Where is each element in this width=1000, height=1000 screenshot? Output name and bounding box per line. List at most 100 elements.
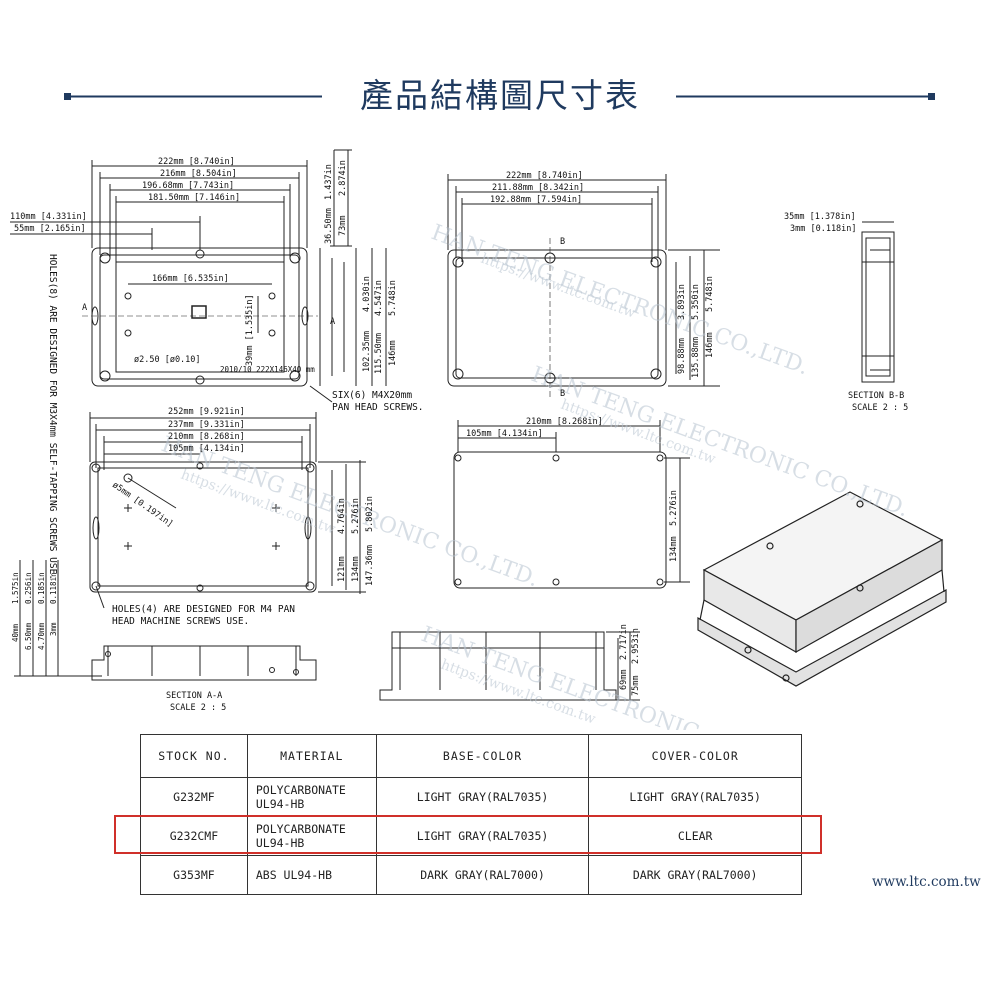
- section-bb: [861, 221, 895, 383]
- cell-base-color: DARK GRAY(RAL7000): [375, 855, 590, 895]
- dim-hole-5: ø5mm [0.197in]: [110, 480, 174, 529]
- dim-252: 252mm [9.921in]: [168, 407, 245, 417]
- product-label: 2010/10 222X146X40 mm: [220, 365, 315, 374]
- dim-4547: 4.547in: [374, 280, 384, 316]
- bottom-view: [89, 412, 366, 609]
- dim-147: 147.36mm: [365, 545, 375, 586]
- dim-1575: 1.575in: [11, 572, 20, 604]
- section-aa-title: SECTION A-A: [166, 691, 222, 701]
- dim-3mm: 3mm: [49, 622, 58, 636]
- cell-stock: G353MF: [140, 855, 248, 895]
- base-view-labels: 222mm [8.740in] 211.88mm [8.342in] 192.8…: [490, 171, 715, 399]
- section-mark-a-right: A: [330, 317, 335, 327]
- dim-35: 35mm [1.378in]: [784, 212, 856, 222]
- dim-98: 98.88mm: [677, 338, 687, 374]
- dim-3: 3mm [0.118in]: [790, 224, 857, 234]
- dim-base-5748: 5.748in: [705, 276, 715, 312]
- dim-mount-5276: 5.276in: [669, 490, 679, 526]
- dim-222: 222mm [8.740in]: [158, 157, 235, 167]
- dim-4030: 4.030in: [362, 276, 372, 312]
- section-mark-a-left: A: [82, 303, 87, 313]
- dim-105: 105mm [4.134in]: [168, 444, 245, 454]
- section-mark-b-top: B: [560, 237, 565, 247]
- watermark-name-2: HAN TENG ELECTRONIC CO.,LTD.: [158, 432, 542, 592]
- dim-650: 6.50mm: [24, 622, 33, 650]
- screws-note-1: SIX(6) M4X20mm: [332, 390, 412, 401]
- dim-0256: 0.256in: [24, 572, 33, 604]
- bottom-holes-note-1: HOLES(4) ARE DESIGNED FOR M4 PAN: [112, 604, 295, 615]
- dim-0185: 0.185in: [37, 572, 46, 604]
- site-url[interactable]: www.ltc.com.tw: [872, 874, 981, 890]
- section-aa: [91, 645, 317, 681]
- section-bb-title: SECTION B-B: [848, 391, 904, 401]
- title-rule: [64, 93, 935, 100]
- dim-216: 216mm [8.504in]: [160, 169, 237, 179]
- dim-5350: 5.350in: [691, 284, 701, 320]
- side-view: [379, 631, 640, 701]
- dim-69: 69mm: [619, 670, 629, 690]
- table-row: G353MF ABS UL94-HB DARK GRAY(RAL7000) DA…: [140, 855, 802, 895]
- cell-base-color: LIGHT GRAY(RAL7035): [375, 777, 590, 817]
- dim-210: 210mm [8.268in]: [168, 432, 245, 442]
- dim-40: 40mm: [11, 623, 20, 642]
- spec-table: STOCK NO. MATERIAL BASE-COLOR COVER-COLO…: [140, 734, 802, 895]
- dim-237: 237mm [9.331in]: [168, 420, 245, 430]
- dim-110: 110mm [4.331in]: [10, 212, 87, 222]
- dim-base-222: 222mm [8.740in]: [506, 171, 583, 181]
- dim-196: 196.68mm [7.743in]: [142, 181, 234, 191]
- dim-115: 115.50mm: [374, 333, 384, 374]
- dim-mount-210: 210mm [8.268in]: [526, 417, 603, 427]
- dim-135: 135.88mm: [691, 337, 701, 378]
- left-dims-labels: 1.575in 0.256in 0.185in 0.118in 40mm 6.5…: [11, 572, 58, 650]
- holes-note: HOLES(8) ARE DESIGNED FOR M3X4mm SELF-TA…: [47, 254, 58, 580]
- section-bb-labels: 35mm [1.378in] 3mm [0.118in] SECTION B-B…: [784, 212, 908, 413]
- header-cover-color: COVER-COLOR: [588, 734, 802, 778]
- dim-3893: 3.893in: [677, 284, 687, 320]
- table-header-row: STOCK NO. MATERIAL BASE-COLOR COVER-COLO…: [140, 734, 802, 778]
- left-dims: [14, 560, 102, 677]
- dim-2717: 2.717in: [619, 624, 629, 660]
- section-bb-scale: SCALE 2 : 5: [852, 403, 908, 413]
- technical-drawing: HAN TENG ELECTRONIC CO.,LTD. https://www…: [10, 149, 947, 730]
- dim-2874: 2.874in: [338, 160, 348, 196]
- page-title: 產品結構圖尺寸表: [360, 76, 640, 115]
- cell-cover-color: LIGHT GRAY(RAL7035): [588, 777, 802, 817]
- dim-470: 4.70mm: [37, 622, 46, 650]
- dim-4764: 4.764in: [337, 498, 347, 534]
- cell-base-color: LIGHT GRAY(RAL7035): [375, 816, 590, 856]
- dim-5748: 5.748in: [388, 280, 398, 316]
- header-stock: STOCK NO.: [140, 734, 248, 778]
- dim-5276: 5.276in: [351, 498, 361, 534]
- mount-view: [453, 420, 690, 589]
- title-bar: 產品結構圖尺寸表: [0, 70, 1000, 130]
- dim-146: 146mm: [388, 340, 398, 366]
- base-view: [447, 174, 720, 398]
- highlighted-row-box: [114, 815, 822, 854]
- section-aa-labels: SECTION A-A SCALE 2 : 5: [166, 691, 226, 713]
- dim-mount-105: 105mm [4.134in]: [466, 429, 543, 439]
- isometric-view: [697, 491, 947, 687]
- bottom-view-labels: 252mm [9.921in] 237mm [9.331in] 210mm [8…: [110, 407, 375, 627]
- dim-102: 102.35mm: [362, 331, 372, 372]
- dim-base-211: 211.88mm [8.342in]: [492, 183, 584, 193]
- mount-view-labels: 210mm [8.268in] 105mm [4.134in] 134mm 5.…: [466, 417, 679, 562]
- dim-166: 166mm [6.535in]: [152, 274, 229, 284]
- dim-mount-134: 134mm: [669, 536, 679, 562]
- dim-181: 181.50mm [7.146in]: [148, 193, 240, 203]
- dim-75: 75mm: [631, 676, 641, 696]
- top-view: [10, 149, 387, 403]
- dim-base-146: 146mm: [705, 332, 715, 358]
- hole-size: ø2.50 [ø0.10]: [134, 355, 201, 365]
- dim-36: 36.50mm: [324, 208, 334, 244]
- dim-0118: 0.118in: [49, 572, 58, 604]
- side-view-labels: 69mm 2.717in 75mm 2.953in: [619, 624, 641, 696]
- cell-cover-color: DARK GRAY(RAL7000): [588, 855, 802, 895]
- cell-material: ABS UL94-HB: [246, 855, 377, 895]
- watermark: HAN TENG ELECTRONIC CO.,LTD. https://www…: [158, 220, 912, 730]
- dim-134: 134mm: [351, 556, 361, 582]
- bottom-holes-note-2: HEAD MACHINE SCREWS USE.: [112, 616, 249, 627]
- header-material: MATERIAL: [246, 734, 377, 778]
- dim-39: 39mm [1.535in]: [245, 294, 255, 366]
